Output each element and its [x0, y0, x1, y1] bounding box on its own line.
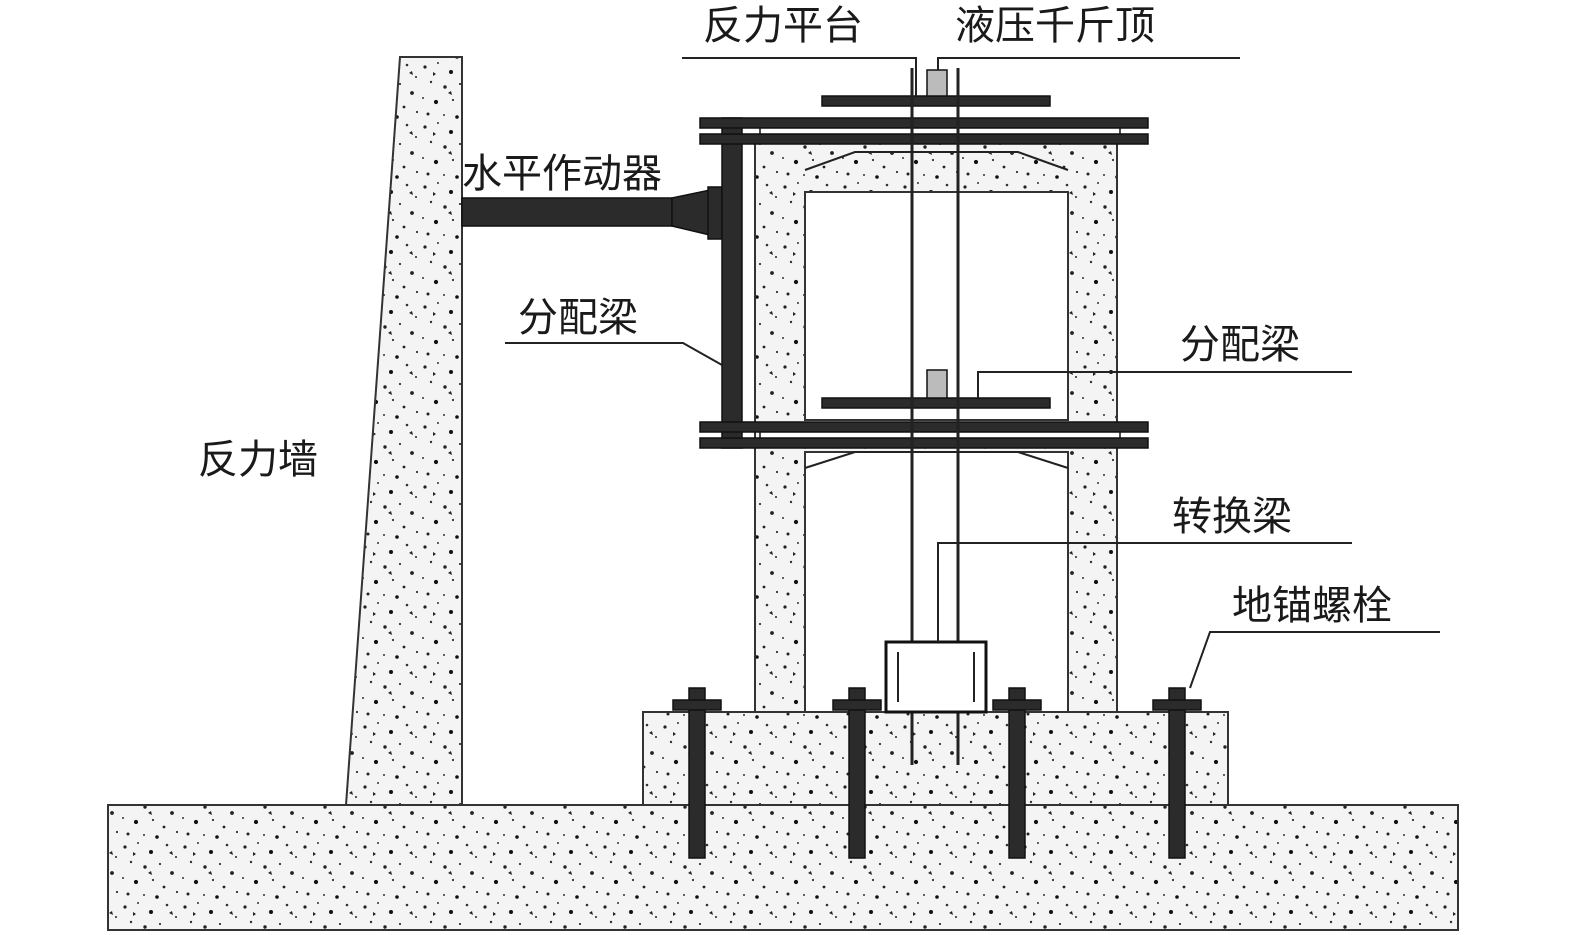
- anchor-bolt-1-nut: [672, 699, 722, 711]
- distribution-beam-left-label: 分配梁: [518, 295, 638, 341]
- ground-anchor-bolt-label: 地锚螺栓: [1232, 583, 1392, 629]
- actuator-end: [671, 189, 711, 236]
- reaction-platform-top: [821, 95, 1051, 107]
- reaction-wall: [344, 56, 463, 806]
- distribution-beam-vertical: [721, 117, 743, 449]
- leader-hydraulic-jack: [937, 57, 1240, 70]
- reaction-platform-middle: [821, 397, 1051, 409]
- distribution-beam-top-lower: [699, 133, 1149, 145]
- actuator-flange: [707, 186, 723, 240]
- reaction-platform-label: 反力平台: [703, 3, 863, 49]
- leader-anchor-bolt: [1189, 631, 1440, 689]
- hydraulic-jack-middle: [926, 369, 948, 399]
- anchor-bolt-2: [848, 687, 866, 859]
- hydraulic-jack-label: 液压千斤顶: [955, 3, 1155, 49]
- anchor-bolt-3: [1008, 687, 1026, 859]
- horizontal-actuator: [461, 197, 673, 227]
- hydraulic-jack-top: [926, 69, 948, 97]
- anchor-bolt-4: [1168, 687, 1186, 859]
- pedestal-base: [642, 711, 1229, 806]
- distribution-beam-right-label: 分配梁: [1180, 322, 1300, 368]
- ground-slab: [107, 804, 1459, 931]
- anchor-bolt-1: [688, 687, 706, 859]
- leader-distribution-beam-right: [977, 371, 1352, 398]
- distribution-beam-top: [699, 117, 1149, 129]
- leader-reaction-platform: [682, 57, 917, 96]
- transfer-beam: [884, 640, 988, 714]
- lower-haunch-line: [804, 451, 1069, 469]
- leader-transfer-beam: [937, 542, 1352, 642]
- leader-distribution-beam-left: [505, 342, 723, 366]
- upper-haunch-line: [804, 151, 1069, 171]
- distribution-beam-top-web: [759, 127, 1121, 135]
- anchor-bolt-4-nut: [1152, 699, 1202, 711]
- reaction-wall-label: 反力墙: [198, 437, 318, 483]
- anchor-bolt-3-nut: [992, 699, 1042, 711]
- transfer-beam-label: 转换梁: [1172, 494, 1292, 540]
- horizontal-actuator-label: 水平作动器: [462, 151, 662, 197]
- distribution-beam-middle-lower: [699, 437, 1149, 449]
- distribution-beam-middle: [699, 421, 1149, 433]
- distribution-beam-middle-web: [759, 431, 1121, 439]
- anchor-bolt-2-nut: [832, 699, 882, 711]
